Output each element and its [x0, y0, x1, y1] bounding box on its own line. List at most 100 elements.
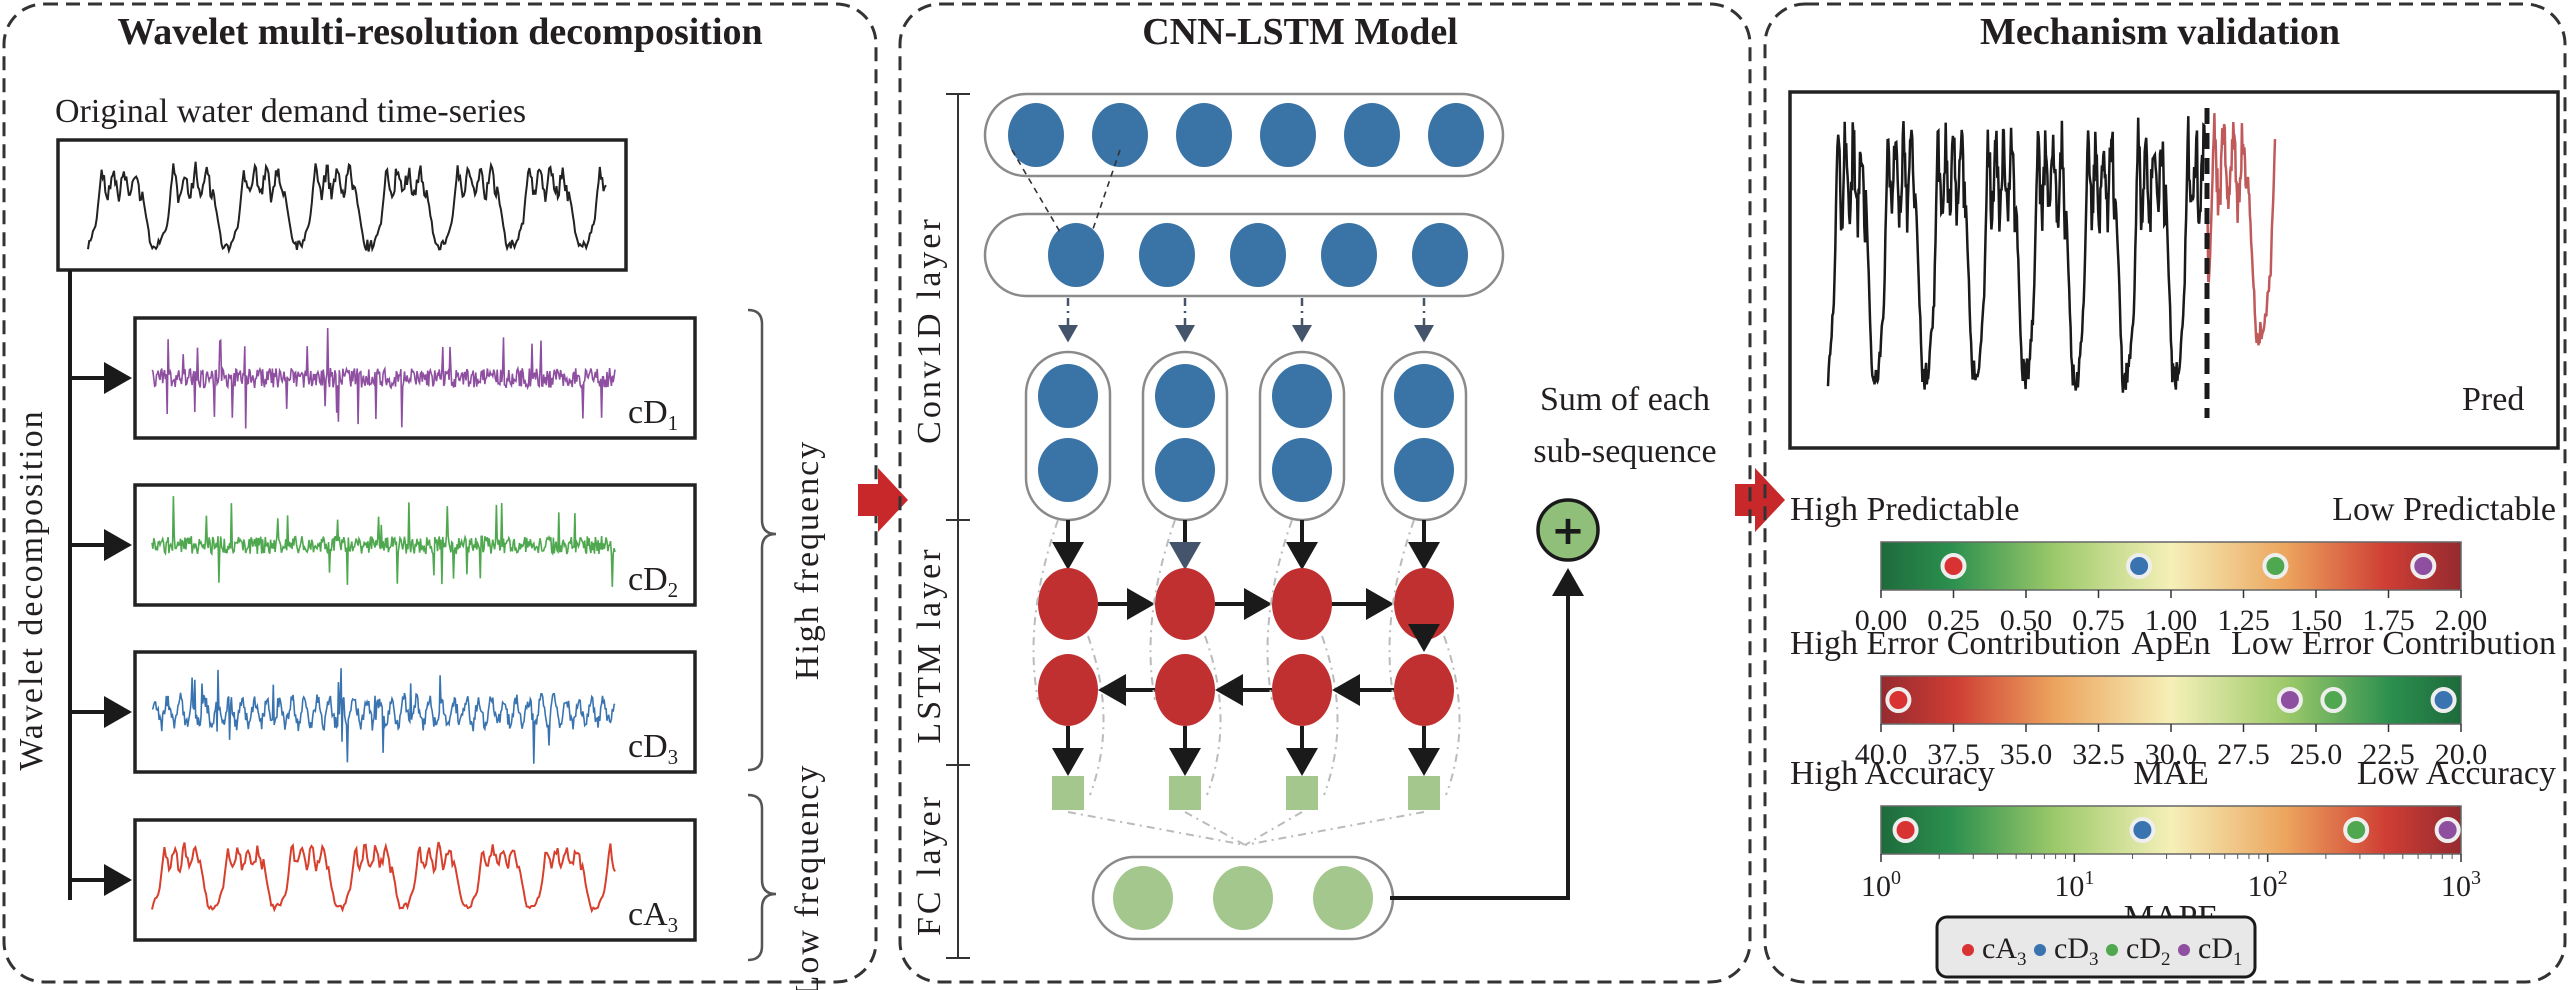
pool-node — [1038, 364, 1098, 428]
left-annotation: High Predictable — [1790, 491, 2019, 528]
conv-node — [1321, 223, 1377, 287]
fc-connection — [1244, 811, 1303, 846]
panel-title: CNN-LSTM Model — [1142, 11, 1458, 53]
input-node — [1008, 103, 1064, 167]
component-label: cA3 — [628, 896, 678, 937]
decomposition-panel: Wavelet multi-resolution decomposition O… — [2, 2, 878, 990]
layer-label-fc: FC layer — [911, 794, 948, 936]
right-annotation: Low Predictable — [2332, 491, 2556, 528]
lstm-backward-node — [1155, 654, 1215, 726]
legend-box — [1935, 915, 2257, 979]
lstm-forward-node — [1394, 568, 1454, 640]
skip-connection — [1087, 635, 1105, 796]
sum-node-icon — [1536, 498, 1600, 562]
data-point-cD2 — [2262, 553, 2289, 579]
component-frame — [133, 650, 697, 774]
tick-label: 102 — [2248, 867, 2288, 903]
legend-marker-cD1 — [2178, 944, 2190, 956]
dense-node — [1169, 776, 1201, 810]
axis-title: ApEn — [2131, 625, 2210, 662]
skip-connection — [1443, 635, 1461, 796]
tick-label: 101 — [2054, 867, 2094, 903]
fc-node — [1113, 866, 1173, 930]
legend-label-cD3: cD3 — [2054, 932, 2098, 970]
layer-ruler — [946, 93, 970, 959]
skip-connection — [1266, 519, 1293, 701]
colorbar-gradient — [1880, 805, 2462, 855]
flow-arrow-icon — [1735, 468, 1785, 532]
validation-panel: Mechanism validation Pred High Predictab… — [1763, 2, 2567, 984]
tick-label: 1.75 — [2362, 604, 2415, 637]
data-point-cD3 — [2126, 553, 2153, 579]
axis-title: MAE — [2133, 755, 2209, 792]
model-panel: CNN-LSTM Model Conv1D layer LSTM layer F… — [898, 2, 1752, 984]
lstm-forward-node — [1272, 568, 1332, 640]
dense-node — [1286, 776, 1318, 810]
component-label: cD1 — [628, 394, 678, 435]
tick-label: 1.50 — [2290, 604, 2343, 637]
tick-label: 100 — [1861, 867, 1901, 903]
component-label: cD2 — [628, 561, 678, 602]
pool-node — [1394, 438, 1454, 502]
component-series-line — [151, 668, 616, 764]
panel-border — [898, 2, 1752, 984]
pool-node — [1155, 364, 1215, 428]
data-point-cD1 — [2434, 817, 2461, 843]
tick-label: 27.5 — [2217, 738, 2270, 771]
tick-label: 20.0 — [2435, 738, 2488, 771]
tick-label: 22.5 — [2362, 738, 2415, 771]
data-point-cD1 — [2410, 553, 2437, 579]
tick-label: 0.50 — [2000, 604, 2053, 637]
component-series-line — [151, 496, 616, 587]
component-box-cD3: cD3 — [133, 650, 697, 774]
lstm-backward-node — [1038, 654, 1098, 726]
panel-border — [1763, 2, 2567, 984]
original-series-line — [87, 161, 607, 255]
tick-label: 103 — [2441, 867, 2481, 903]
dense-node — [1408, 776, 1440, 810]
lstm-forward-node — [1038, 568, 1098, 640]
fc-connection — [1067, 811, 1246, 846]
fc-node — [1313, 866, 1373, 930]
tick-label: 0.25 — [1927, 604, 1980, 637]
sum-label-line2: sub-sequence — [1533, 433, 1716, 470]
right-annotation: Low Accuracy — [2357, 755, 2556, 792]
legend-marker-cD2 — [2106, 944, 2118, 956]
plus-icon: + — [1551, 508, 1585, 554]
skip-connection — [1032, 519, 1059, 701]
component-label: cD3 — [628, 728, 678, 769]
kernel-window-lines — [1011, 149, 1121, 233]
data-point-cD1 — [2276, 687, 2303, 713]
tick-label: 25.0 — [2290, 738, 2343, 771]
component-box-cD2: cD2 — [133, 483, 697, 607]
legend-label-cA3: cA3 — [1982, 932, 2026, 970]
left-annotation: High Accuracy — [1790, 755, 1995, 792]
pool-node — [1272, 364, 1332, 428]
data-point-cD3 — [2129, 817, 2156, 843]
colorbar-gradient — [1880, 675, 2462, 725]
data-point-cA3 — [1940, 553, 1967, 579]
low-frequency-brace — [747, 793, 777, 962]
lstm-backward-node — [1272, 654, 1332, 726]
skip-connection — [1204, 635, 1222, 796]
conv-node — [1139, 223, 1195, 287]
tick-label: 0.75 — [2072, 604, 2125, 637]
legend-label-cD2: cD2 — [2126, 932, 2170, 970]
pool-node — [1272, 438, 1332, 502]
conv-node — [1230, 223, 1286, 287]
conv-node — [1048, 223, 1104, 287]
tick-label: 40.0 — [1855, 738, 1908, 771]
fc-node — [1213, 866, 1273, 930]
data-point-cD3 — [2430, 687, 2457, 713]
input-node — [1260, 103, 1316, 167]
low-frequency-label: Low frequency — [789, 764, 826, 990]
tick-label: 37.5 — [1927, 738, 1980, 771]
sum-label-line1: Sum of each — [1540, 381, 1710, 418]
data-point-cA3 — [1892, 817, 1919, 843]
component-series-line — [151, 327, 616, 429]
history-series-line — [1826, 116, 2207, 393]
original-series-label: Original water demand time-series — [55, 93, 526, 130]
